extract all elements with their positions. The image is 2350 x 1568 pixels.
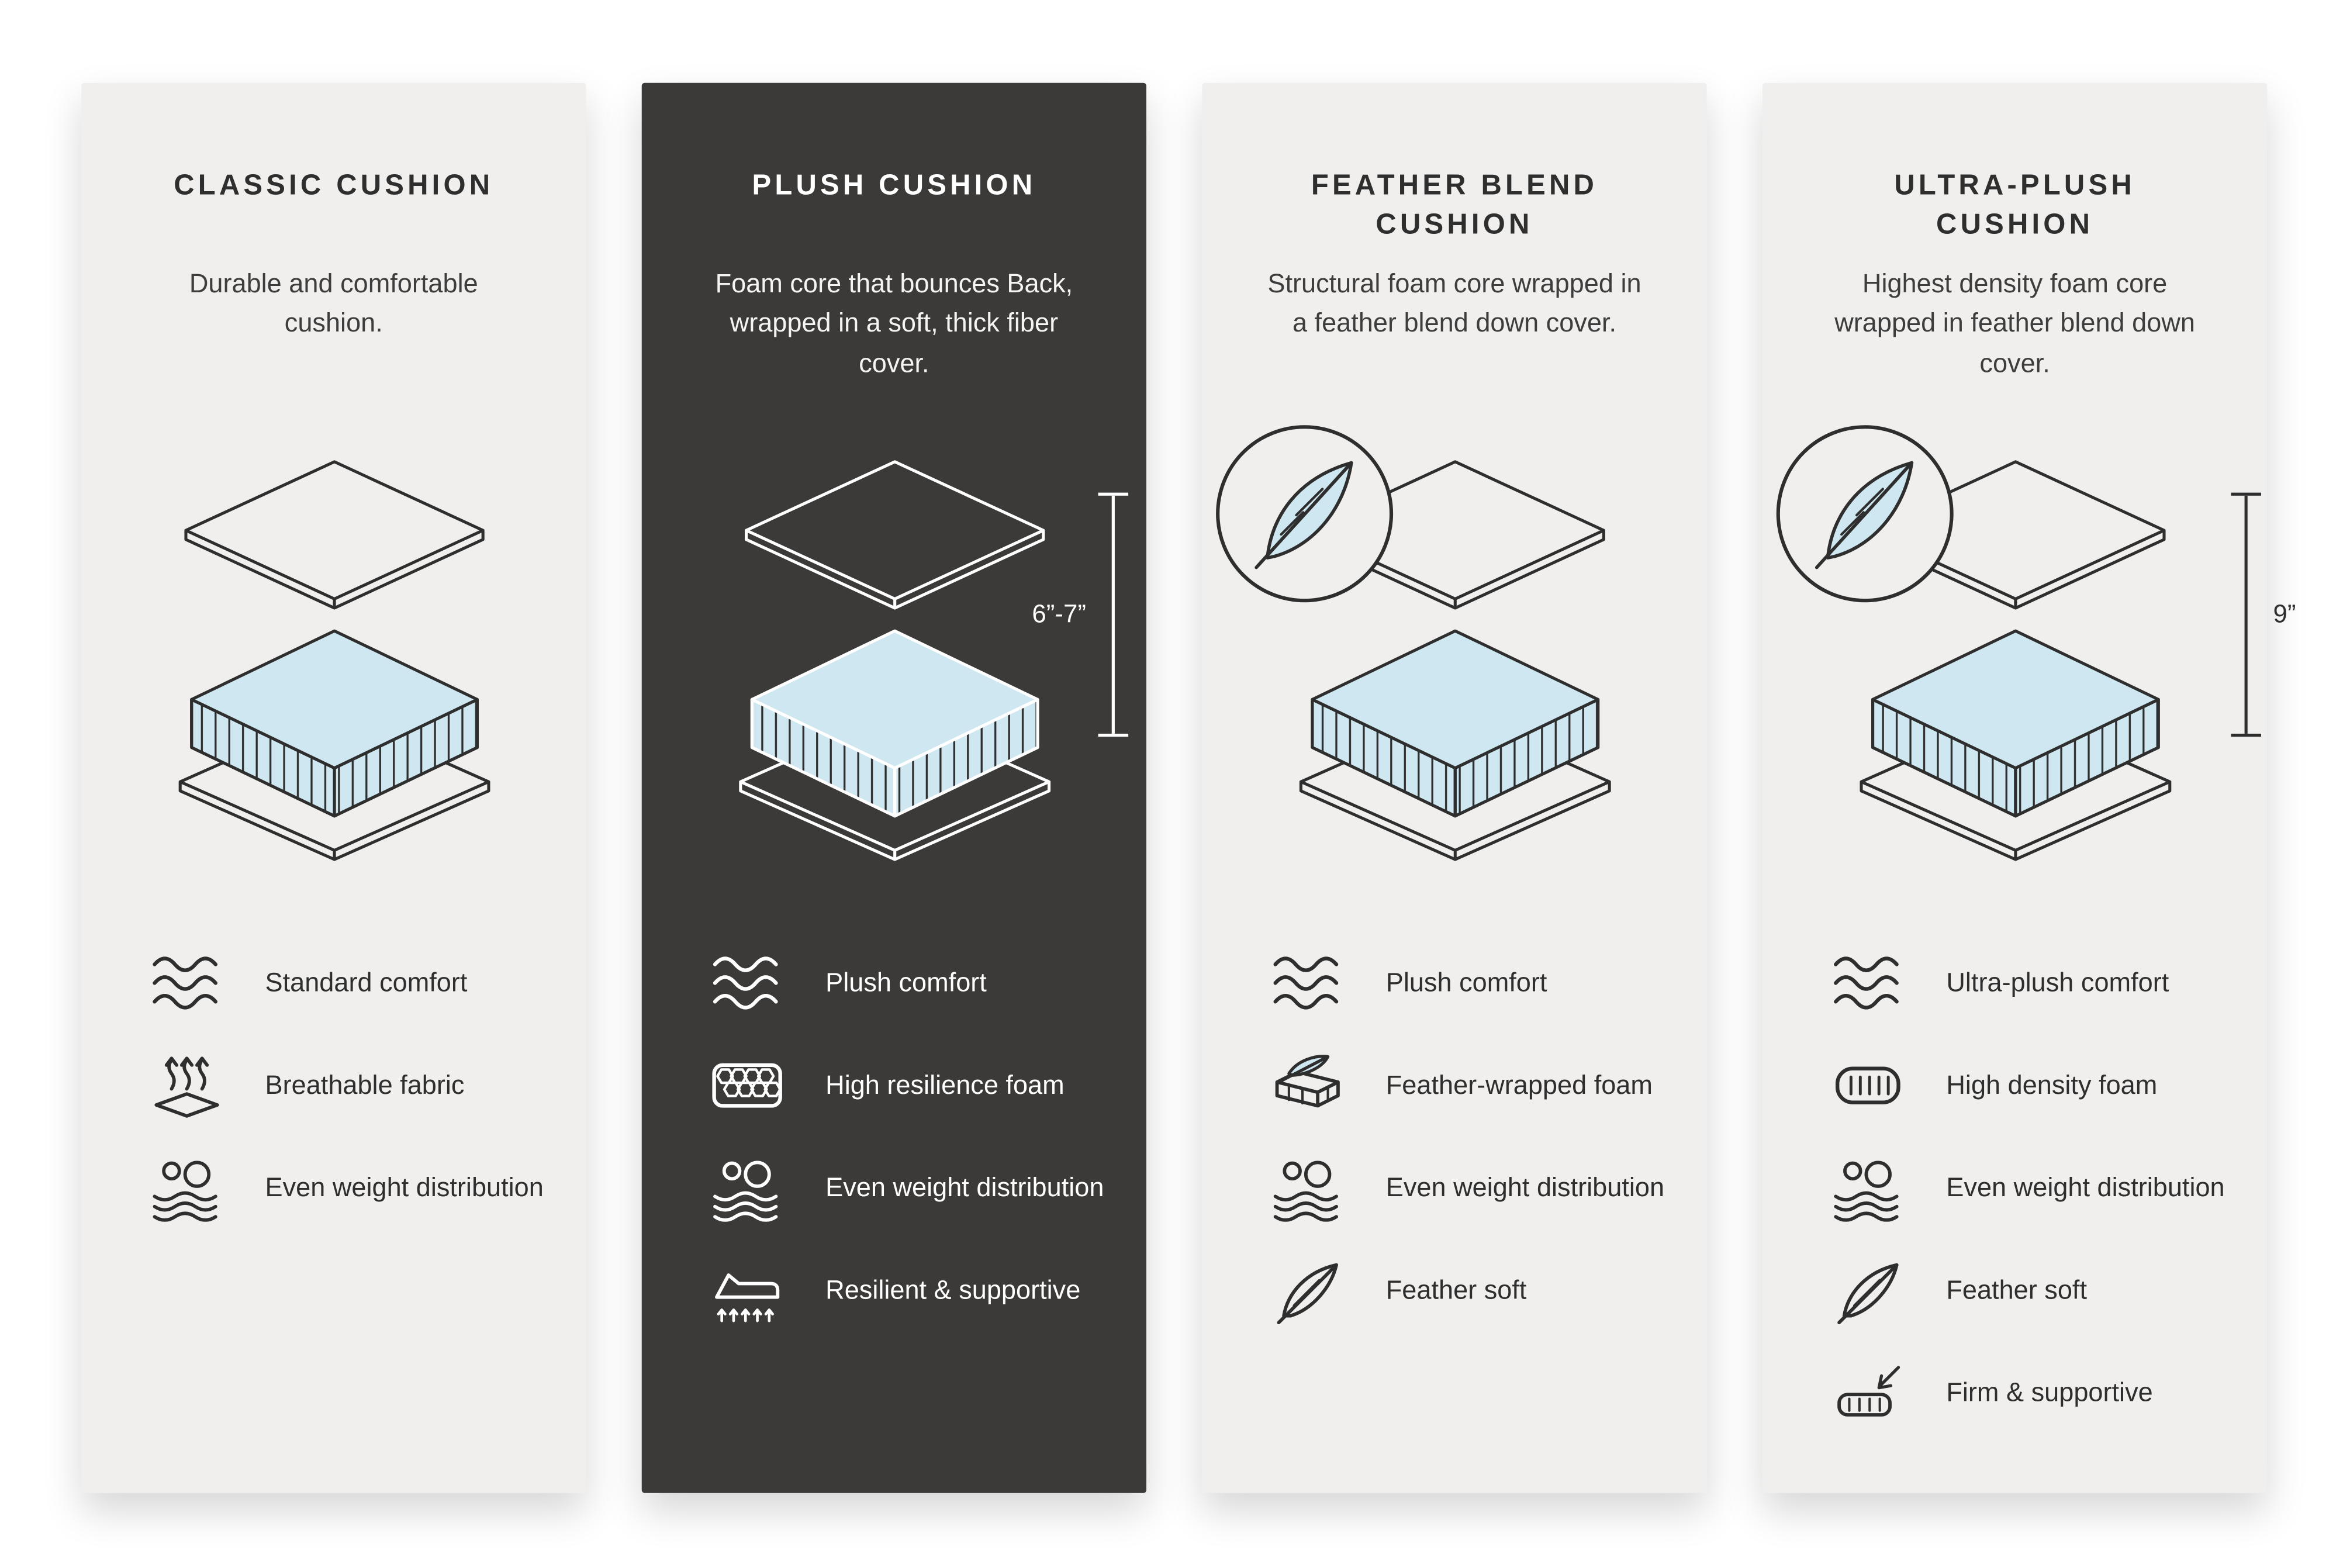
feature-list: Ultra-plush comfort High density foam Ev… bbox=[1762, 948, 2267, 1460]
feature-item: Even weight distribution bbox=[708, 1152, 1107, 1222]
card-description: Durable and comfortable cushion. bbox=[189, 268, 478, 338]
feature-item: Feather-wrapped foam bbox=[1269, 1050, 1668, 1120]
feature-item: High resilience foam bbox=[708, 1050, 1107, 1120]
cushion-layers-illustration bbox=[700, 459, 1088, 861]
honeycomb-foam-icon bbox=[708, 1051, 786, 1118]
waves-icon bbox=[1269, 948, 1347, 1016]
feature-item: Firm & supportive bbox=[1829, 1358, 2228, 1427]
feature-item: Resilient & supportive bbox=[708, 1255, 1107, 1325]
cushion-illustration: 6”-7” bbox=[642, 411, 1146, 908]
even-weight-distribution-icon bbox=[708, 1153, 786, 1221]
feature-label: Even weight distribution bbox=[825, 1171, 1104, 1202]
feather-badge-icon bbox=[1768, 417, 1961, 610]
firm-supportive-icon bbox=[1829, 1358, 1907, 1426]
feature-label: Standard comfort bbox=[265, 966, 468, 997]
feather-icon bbox=[1829, 1256, 1907, 1324]
feather-wrapped-foam-icon bbox=[1269, 1051, 1347, 1118]
even-weight-distribution-icon bbox=[1829, 1153, 1907, 1221]
feature-item: High density foam bbox=[1829, 1050, 2228, 1120]
feature-label: Feather soft bbox=[1385, 1274, 1527, 1304]
cushion-illustration: 9” bbox=[1762, 411, 2296, 908]
card-title: FEATHER BLEND CUSHION bbox=[1311, 170, 1598, 241]
card-classic-cushion: CLASSIC CUSHION Durable and comfortable … bbox=[81, 82, 586, 1493]
height-measurement: 6”-7” bbox=[1032, 492, 1129, 737]
feather-badge-icon bbox=[1208, 417, 1401, 610]
card-description: Structural foam core wrapped in a feathe… bbox=[1267, 268, 1641, 338]
feature-label: Resilient & supportive bbox=[825, 1274, 1081, 1304]
feature-list: Plush comfort High resilience foam Even … bbox=[642, 948, 1146, 1358]
feature-item: Plush comfort bbox=[1269, 948, 1668, 1017]
even-weight-distribution-icon bbox=[148, 1153, 226, 1221]
cushion-comparison: CLASSIC CUSHION Durable and comfortable … bbox=[0, 0, 2350, 1493]
waves-icon bbox=[1829, 948, 1907, 1016]
feature-label: Even weight distribution bbox=[1946, 1171, 2225, 1202]
high-density-foam-icon bbox=[1829, 1051, 1907, 1118]
feature-item: Ultra-plush comfort bbox=[1829, 948, 2228, 1017]
feature-label: High density foam bbox=[1946, 1069, 2158, 1100]
feature-label: High resilience foam bbox=[825, 1069, 1065, 1100]
feature-label: Breathable fabric bbox=[265, 1069, 465, 1100]
feature-list: Plush comfort Feather-wrapped foam Even … bbox=[1202, 948, 1706, 1358]
card-title: CLASSIC CUSHION bbox=[174, 170, 494, 202]
feature-label: Plush comfort bbox=[825, 966, 987, 997]
feature-item: Even weight distribution bbox=[148, 1152, 547, 1222]
feature-item: Feather soft bbox=[1269, 1255, 1668, 1325]
cushion-illustration bbox=[1202, 411, 1706, 908]
card-ultra-plush-cushion: ULTRA-PLUSH CUSHION Highest density foam… bbox=[1762, 82, 2296, 1493]
feature-label: Firm & supportive bbox=[1946, 1376, 2153, 1407]
waves-icon bbox=[708, 948, 786, 1016]
breathable-fabric-icon bbox=[148, 1051, 226, 1118]
card-title: PLUSH CUSHION bbox=[752, 170, 1036, 202]
resilient-supportive-icon bbox=[708, 1256, 786, 1324]
measurement-label: 6”-7” bbox=[1032, 599, 1086, 628]
feature-item: Standard comfort bbox=[148, 948, 547, 1017]
feature-item: Even weight distribution bbox=[1829, 1152, 2228, 1222]
feature-label: Even weight distribution bbox=[265, 1171, 544, 1202]
measurement-label: 9” bbox=[2273, 599, 2296, 628]
card-description: Highest density foam core wrapped in fea… bbox=[1834, 268, 2195, 378]
feature-item: Plush comfort bbox=[708, 948, 1107, 1017]
feature-list: Standard comfort Breathable fabric Even … bbox=[81, 948, 586, 1255]
feature-item: Feather soft bbox=[1829, 1255, 2228, 1325]
cushion-layers-illustration bbox=[139, 459, 528, 861]
feature-label: Feather soft bbox=[1946, 1274, 2088, 1304]
waves-icon bbox=[148, 948, 226, 1016]
card-title: ULTRA-PLUSH CUSHION bbox=[1894, 170, 2135, 241]
feature-item: Even weight distribution bbox=[1269, 1152, 1668, 1222]
cushion-illustration bbox=[81, 411, 586, 908]
height-measurement: 9” bbox=[2231, 492, 2296, 737]
feature-label: Plush comfort bbox=[1385, 966, 1547, 997]
card-description: Foam core that bounces Back, wrapped in … bbox=[715, 268, 1073, 378]
feature-label: Feather-wrapped foam bbox=[1385, 1069, 1653, 1100]
card-plush-cushion: PLUSH CUSHION Foam core that bounces Bac… bbox=[641, 82, 1147, 1493]
card-feather-blend-cushion: FEATHER BLEND CUSHION Structural foam co… bbox=[1202, 82, 1707, 1493]
feature-label: Even weight distribution bbox=[1385, 1171, 1665, 1202]
feature-item: Breathable fabric bbox=[148, 1050, 547, 1120]
even-weight-distribution-icon bbox=[1269, 1153, 1347, 1221]
feature-label: Ultra-plush comfort bbox=[1946, 966, 2169, 997]
feather-icon bbox=[1269, 1256, 1347, 1324]
